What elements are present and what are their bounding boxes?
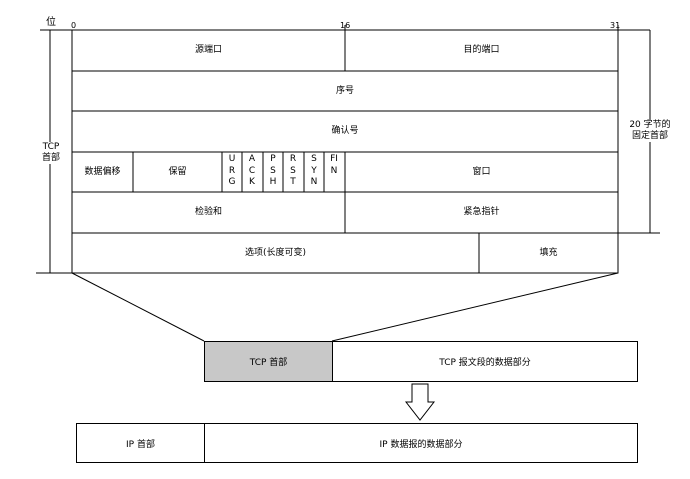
field-acknowledgment-number: 确认号: [331, 126, 359, 136]
segment-tcp-data: TCP 报文段的数据部分: [332, 341, 638, 382]
field-options: 选项(长度可变): [244, 247, 307, 258]
flag-fin: FIN: [330, 154, 338, 176]
field-window: 窗口: [472, 166, 491, 177]
segment-tcp-header: TCP 首部: [204, 341, 333, 382]
ip-data: IP 数据报的数据部分: [204, 423, 638, 463]
fixed-header-side-label: 20 字节的 固定首部: [622, 120, 678, 142]
bit-axis-unit: 位: [46, 17, 56, 28]
field-sequence-number: 序号: [335, 85, 354, 96]
field-data-offset: 数据偏移: [84, 166, 121, 177]
bit-tick-31: 31: [610, 21, 621, 30]
field-source-port: 源端口: [194, 45, 222, 55]
tcp-header-side-label: TCP 首部: [33, 142, 69, 164]
field-reserved: 保留: [168, 166, 187, 177]
flag-ack: ACK: [248, 154, 256, 187]
field-padding: 填充: [539, 247, 558, 258]
flag-syn: SYN: [310, 154, 318, 187]
field-urgent-pointer: 紧急指针: [463, 207, 500, 217]
bit-tick-0: 0: [71, 21, 77, 30]
ip-header: IP 首部: [76, 423, 205, 463]
bit-tick-16: 16: [340, 21, 351, 30]
flag-psh: PSH: [269, 154, 277, 187]
field-destination-port: 目的端口: [463, 45, 500, 55]
flag-rst: RST: [289, 154, 297, 187]
flag-urg: URG: [228, 154, 236, 187]
field-checksum: 检验和: [194, 207, 222, 217]
